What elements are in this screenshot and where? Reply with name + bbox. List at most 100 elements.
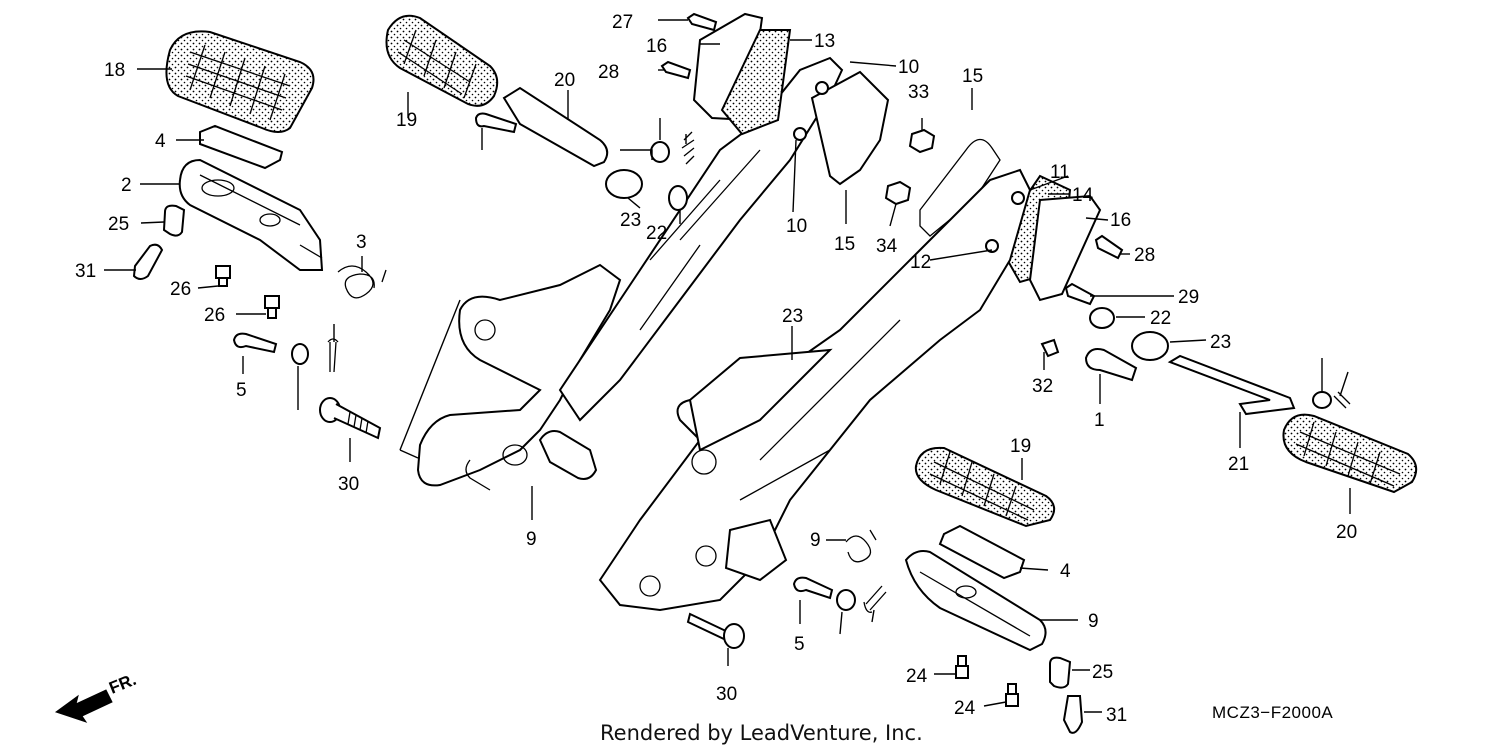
callout-24: 26 — [170, 279, 191, 300]
callout-9: 10 — [786, 216, 807, 237]
callout-1: 1 — [1094, 410, 1105, 431]
washer-29-drawing — [650, 141, 670, 163]
callout-10: 14 — [1072, 185, 1094, 206]
bracket-17-drawing — [502, 86, 609, 168]
bush-right-drawing — [1049, 656, 1072, 689]
heel-guard-right-drawing — [1028, 194, 1102, 302]
spring-31-left-drawing — [681, 131, 695, 165]
front-label: FR. — [106, 670, 139, 698]
callout-16: 19 — [396, 110, 417, 131]
bush-20-left-drawing — [605, 169, 643, 199]
callout-labels: 18 4 2 25 31 26 26 3 5 30 19 20 27 16 28… — [75, 12, 1357, 726]
callout-16: 20 — [1336, 522, 1357, 543]
callout-28: 33 — [908, 82, 929, 103]
bracket-18-drawing — [1167, 354, 1296, 416]
callout-24: 26 — [204, 305, 225, 326]
callout-4: 4 — [155, 131, 166, 152]
footpeg-rubber-left-drawing — [165, 30, 315, 133]
bolt-27-drawing — [1040, 338, 1060, 358]
callout-6: 9 — [1088, 611, 1099, 632]
callout-23: 28 — [1134, 245, 1155, 266]
callout-2: 2 — [121, 175, 132, 196]
callout-25: 30 — [338, 474, 359, 495]
callout-15: 18 — [104, 60, 125, 81]
callout-26: 31 — [1106, 705, 1127, 726]
bolt-25-right-drawing — [686, 612, 745, 649]
callout-14: 16 — [1110, 210, 1131, 231]
cotter-pin-left-drawing — [327, 338, 339, 373]
small-bolts-left-drawing — [215, 265, 280, 319]
bush-20-right-drawing — [1131, 331, 1169, 361]
callout-10: 13 — [814, 31, 835, 52]
callout-22: 25 — [1092, 662, 1113, 683]
callout-25: 30 — [716, 684, 737, 705]
front-direction-arrow: FR. — [54, 670, 139, 723]
callout-27: 32 — [1032, 376, 1053, 397]
leader-lines — [104, 19, 1351, 713]
callout-24: 24 — [954, 698, 976, 719]
footpeg-16-left-drawing — [385, 14, 499, 107]
bolt-left-drawing — [132, 243, 164, 280]
callout-4: 4 — [1060, 561, 1071, 582]
callout-18: 21 — [1228, 454, 1249, 475]
footpeg-bracket-right-drawing — [904, 550, 1047, 652]
callout-20: 23 — [620, 210, 641, 231]
main-bracket-right-drawing — [598, 168, 1032, 612]
washer-right-drawing — [836, 589, 856, 611]
pin-1-drawing — [1084, 348, 1138, 382]
callout-13: 16 — [646, 36, 667, 57]
diagram-code: MCZ3−F2000A — [1212, 703, 1333, 722]
callout-20: 23 — [1210, 332, 1231, 353]
callout-19: 22 — [646, 223, 667, 244]
callout-9: 10 — [898, 57, 919, 78]
nut-28-lower-drawing — [884, 180, 912, 206]
spring-7-drawing — [845, 529, 877, 563]
pin-left-drawing — [232, 332, 278, 354]
cotter-31-right-drawing — [1333, 391, 1351, 409]
bolt-33-drawing — [474, 112, 518, 134]
washer-34-drawing — [1312, 391, 1332, 409]
callout-8: 9 — [526, 529, 537, 550]
callout-9: 11 — [1050, 162, 1070, 183]
bush-left-drawing — [162, 204, 186, 237]
callout-3: 3 — [356, 232, 367, 253]
bolts-23-drawing — [660, 12, 1124, 306]
collar-9d-drawing — [985, 239, 999, 253]
callout-24: 24 — [906, 666, 928, 687]
bolt-right-drawing — [1062, 695, 1084, 734]
part-illustrations — [132, 12, 1418, 734]
callout-23: 28 — [598, 62, 619, 83]
small-bolts-right-drawing — [955, 655, 1019, 707]
spring-left-drawing — [337, 265, 387, 299]
callout-28: 34 — [876, 236, 898, 257]
callout-5: 5 — [794, 634, 805, 655]
callout-15: 19 — [1010, 436, 1031, 457]
footpeg-bracket-left-drawing — [178, 158, 324, 271]
callout-21: 23 — [782, 306, 803, 327]
bracket-11-drawing — [810, 70, 890, 186]
washer-left-drawing — [291, 343, 309, 365]
callout-11: 15 — [834, 234, 855, 255]
footpeg-rubber-right-drawing — [914, 446, 1056, 528]
callout-23: 29 — [1178, 287, 1199, 308]
callout-12: 15 — [962, 66, 983, 87]
callout-26: 31 — [75, 261, 96, 282]
callout-19: 22 — [1150, 308, 1171, 329]
callout-7: 9 — [810, 530, 821, 551]
footpeg-plate-left-drawing — [199, 124, 284, 170]
callout-5: 5 — [236, 380, 247, 401]
footpeg-plate-right-drawing — [938, 524, 1026, 580]
arrow-left-icon — [54, 689, 113, 723]
rubber-pad-left-drawing — [720, 29, 792, 136]
collar-9a-drawing — [815, 81, 829, 95]
callout-22: 25 — [108, 214, 129, 235]
footpeg-16-right-drawing — [1282, 413, 1418, 494]
pin-right-drawing — [792, 576, 834, 600]
callout-23: 27 — [612, 12, 633, 33]
bolt-25-left-drawing — [319, 397, 382, 440]
callout-9: 12 — [910, 252, 931, 273]
washer-19-left-drawing — [668, 185, 688, 211]
collar-9b-drawing — [793, 127, 807, 141]
cotter-pin-right-drawing — [863, 585, 887, 613]
